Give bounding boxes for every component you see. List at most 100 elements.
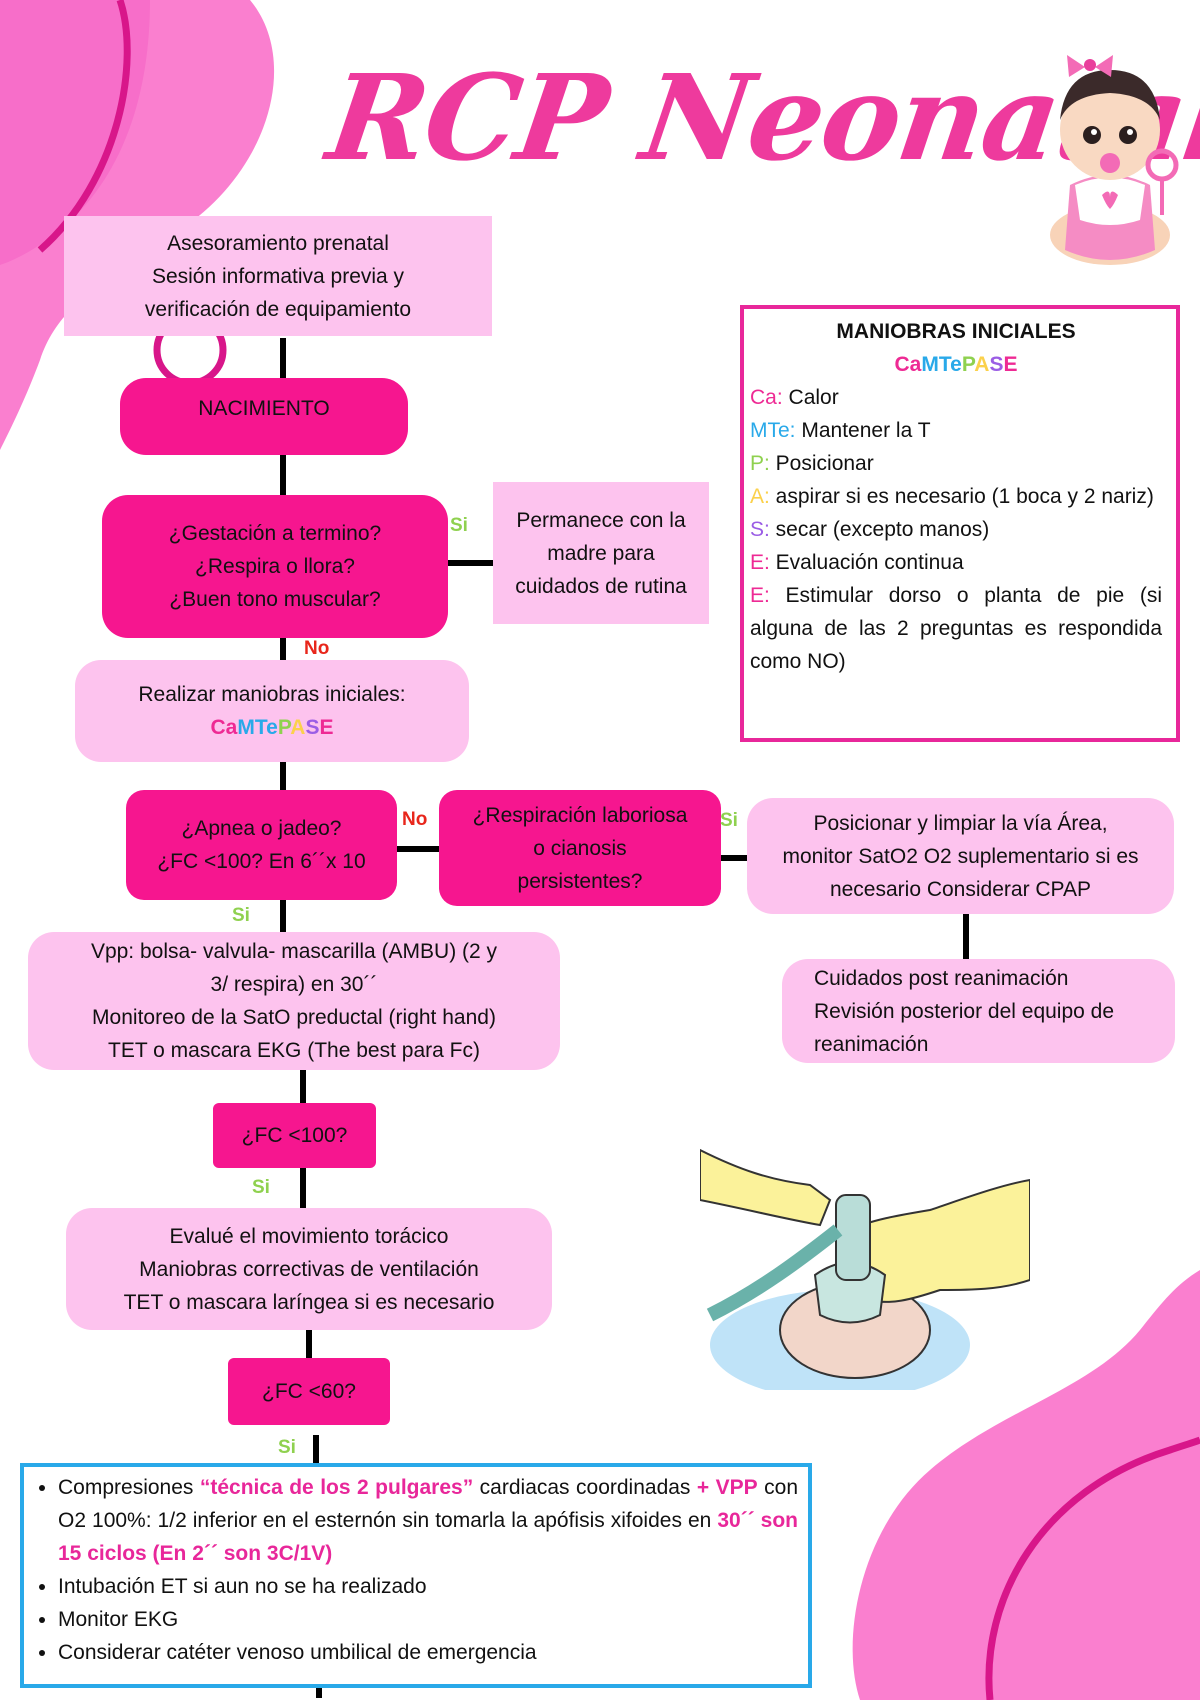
- legend-code: MTe:: [750, 419, 796, 442]
- gestacion-line: ¿Respira o llora?: [195, 555, 355, 578]
- legend-item: E: Evaluación continua: [750, 546, 1162, 579]
- posicionar-box: Posicionar y limpiar la vía Área, monito…: [747, 798, 1174, 914]
- no-label: No: [304, 638, 330, 659]
- permanece-line: Permanece con la: [516, 508, 686, 532]
- respiracion-line: o cianosis: [533, 836, 627, 860]
- yes-label: Si: [278, 1437, 296, 1458]
- connector-line: [397, 846, 439, 852]
- legend-text: Evaluación continua: [769, 551, 964, 574]
- connector-line: [300, 1168, 306, 1208]
- prenatal-line: Sesión informativa previa y: [151, 264, 405, 288]
- connector-line: [280, 638, 286, 660]
- compressions-box: Compresiones “técnica de los 2 pulgares”…: [20, 1463, 812, 1688]
- no-label: No: [402, 809, 428, 830]
- cuidados-post-line: reanimación: [814, 1032, 929, 1056]
- legend-text: Mantener la T: [795, 419, 931, 442]
- camtepase-acronym: CaMTePASE: [750, 348, 1162, 381]
- connector-line: [280, 338, 286, 378]
- legend-heading: MANIOBRAS INICIALES: [836, 320, 1076, 343]
- camtepase-part: E: [319, 716, 334, 739]
- legend-code: A:: [750, 485, 770, 508]
- connector-line: [280, 900, 286, 932]
- list-text: cardiacas coordinadas: [473, 1476, 697, 1499]
- evalue-line: Maniobras correctivas de ventilación: [139, 1257, 479, 1281]
- baby-illustration: [1050, 55, 1179, 265]
- list-emphasis: 30´´ son 15 ciclos (En 2´´ son 3C/1V): [58, 1509, 798, 1565]
- gestacion-line: ¿Buen tono muscular?: [169, 588, 381, 611]
- cuidados-post-box: Cuidados post reanimación Revisión poste…: [782, 959, 1175, 1063]
- prenatal-line: Asesoramiento prenatal: [167, 231, 389, 255]
- camtepase-part: MTe: [921, 353, 962, 376]
- vpp-line: TET o mascara EKG (The best para Fc): [108, 1039, 480, 1062]
- legend-item: A: aspirar si es necesario (1 boca y 2 n…: [750, 480, 1162, 513]
- connector-line: [306, 1330, 312, 1358]
- vpp-line: 3/ respira) en 30´´: [210, 973, 378, 996]
- connector-line: [300, 1070, 306, 1103]
- compressions-list: Compresiones “técnica de los 2 pulgares”…: [34, 1471, 798, 1669]
- list-emphasis: + VPP: [696, 1476, 758, 1499]
- respiracion-decision-box: ¿Respiración laboriosa o cianosis persis…: [439, 790, 721, 906]
- evalue-box: Evalué el movimiento torácico Maniobras …: [66, 1208, 552, 1330]
- respiracion-line: persistentes?: [517, 869, 643, 893]
- prenatal-box: Asesoramiento prenatal Sesión informativ…: [64, 216, 492, 336]
- nacimiento-label: NACIMIENTO: [198, 397, 330, 420]
- legend-code: P:: [750, 452, 770, 475]
- list-text: con O2 100%: 1/2 inferior en el esternón…: [58, 1476, 799, 1532]
- camtepase-part: Ca: [210, 716, 238, 739]
- camtepase-part: S: [305, 716, 320, 739]
- legend-code: E:: [750, 584, 770, 607]
- prenatal-line: verificación de equipamiento: [144, 297, 412, 321]
- fc100-decision-box: ¿FC <100?: [213, 1103, 376, 1168]
- gestacion-line: ¿Gestación a termino?: [168, 522, 382, 545]
- posicionar-line: Posicionar y limpiar la vía Área,: [813, 811, 1108, 835]
- camtepase-acronym: CaMTePASE: [211, 711, 334, 744]
- legend-item: Ca: Calor: [750, 381, 1162, 414]
- connector-line: [721, 855, 747, 861]
- permanece-line: madre para: [547, 541, 655, 565]
- camtepase-part: P: [961, 353, 975, 376]
- legend-text: Estimular dorso o planta de pie (si algu…: [750, 584, 1162, 673]
- cuidados-post-line: Revisión posterior del equipo de: [814, 999, 1115, 1023]
- fc60-label: ¿FC <60?: [262, 1380, 356, 1403]
- camtepase-part: MTe: [237, 716, 278, 739]
- fc100-label: ¿FC <100?: [241, 1124, 348, 1147]
- legend-code: Ca:: [750, 386, 783, 409]
- posicionar-line: necesario Considerar CPAP: [829, 877, 1092, 901]
- list-item: Compresiones “técnica de los 2 pulgares”…: [58, 1471, 798, 1570]
- yes-label: Si: [720, 810, 738, 831]
- evalue-line: Evalué el movimiento torácico: [169, 1224, 449, 1248]
- maniobras-iniciales-legend: MANIOBRAS INICIALES CaMTePASE Ca: Calor …: [740, 305, 1180, 742]
- posicionar-line: monitor SatO2 O2 suplementario si es: [782, 844, 1139, 868]
- connector-line: [963, 914, 969, 959]
- respiracion-line: ¿Respiración laboriosa: [472, 803, 688, 827]
- camtepase-part: P: [277, 716, 291, 739]
- vpp-box: Vpp: bolsa- valvula- mascarilla (AMBU) (…: [28, 932, 560, 1070]
- apnea-decision-box: ¿Apnea o jadeo? ¿FC <100? En 6´´x 10: [126, 790, 397, 900]
- connector-line: [280, 762, 286, 790]
- connector-line: [316, 1688, 322, 1698]
- list-item: Monitor EKG: [58, 1603, 798, 1636]
- legend-item: S: secar (excepto manos): [750, 513, 1162, 546]
- camtepase-part: A: [974, 353, 990, 376]
- ventilation-mask-illustration: [700, 1148, 1030, 1390]
- gestacion-decision-box: ¿Gestación a termino? ¿Respira o llora? …: [102, 495, 448, 638]
- camtepase-part: E: [1003, 353, 1018, 376]
- yes-label: Si: [232, 905, 250, 926]
- cuidados-post-line: Cuidados post reanimación: [814, 966, 1069, 990]
- decorative-blob-bottom-right: [852, 1270, 1200, 1700]
- connector-line: [448, 560, 493, 566]
- permanece-line: cuidados de rutina: [515, 574, 687, 598]
- apnea-line: ¿Apnea o jadeo?: [181, 817, 342, 840]
- maniobras-iniciales-box: Realizar maniobras iniciales: CaMTePASE: [75, 660, 469, 762]
- connector-line: [280, 455, 286, 495]
- legend-item: E: Estimular dorso o planta de pie (si a…: [750, 579, 1162, 678]
- apnea-line: ¿FC <100? En 6´´x 10: [157, 850, 366, 873]
- camtepase-part: Ca: [894, 353, 922, 376]
- legend-code: S:: [750, 518, 770, 541]
- legend-text: Posicionar: [769, 452, 874, 475]
- list-emphasis: “técnica de los 2 pulgares”: [199, 1476, 474, 1499]
- fc60-decision-box: ¿FC <60?: [228, 1358, 390, 1425]
- legend-text: aspirar si es necesario (1 boca y 2 nari…: [769, 485, 1154, 508]
- legend-item: MTe: Mantener la T: [750, 414, 1162, 447]
- permanece-box: Permanece con la madre para cuidados de …: [493, 482, 709, 624]
